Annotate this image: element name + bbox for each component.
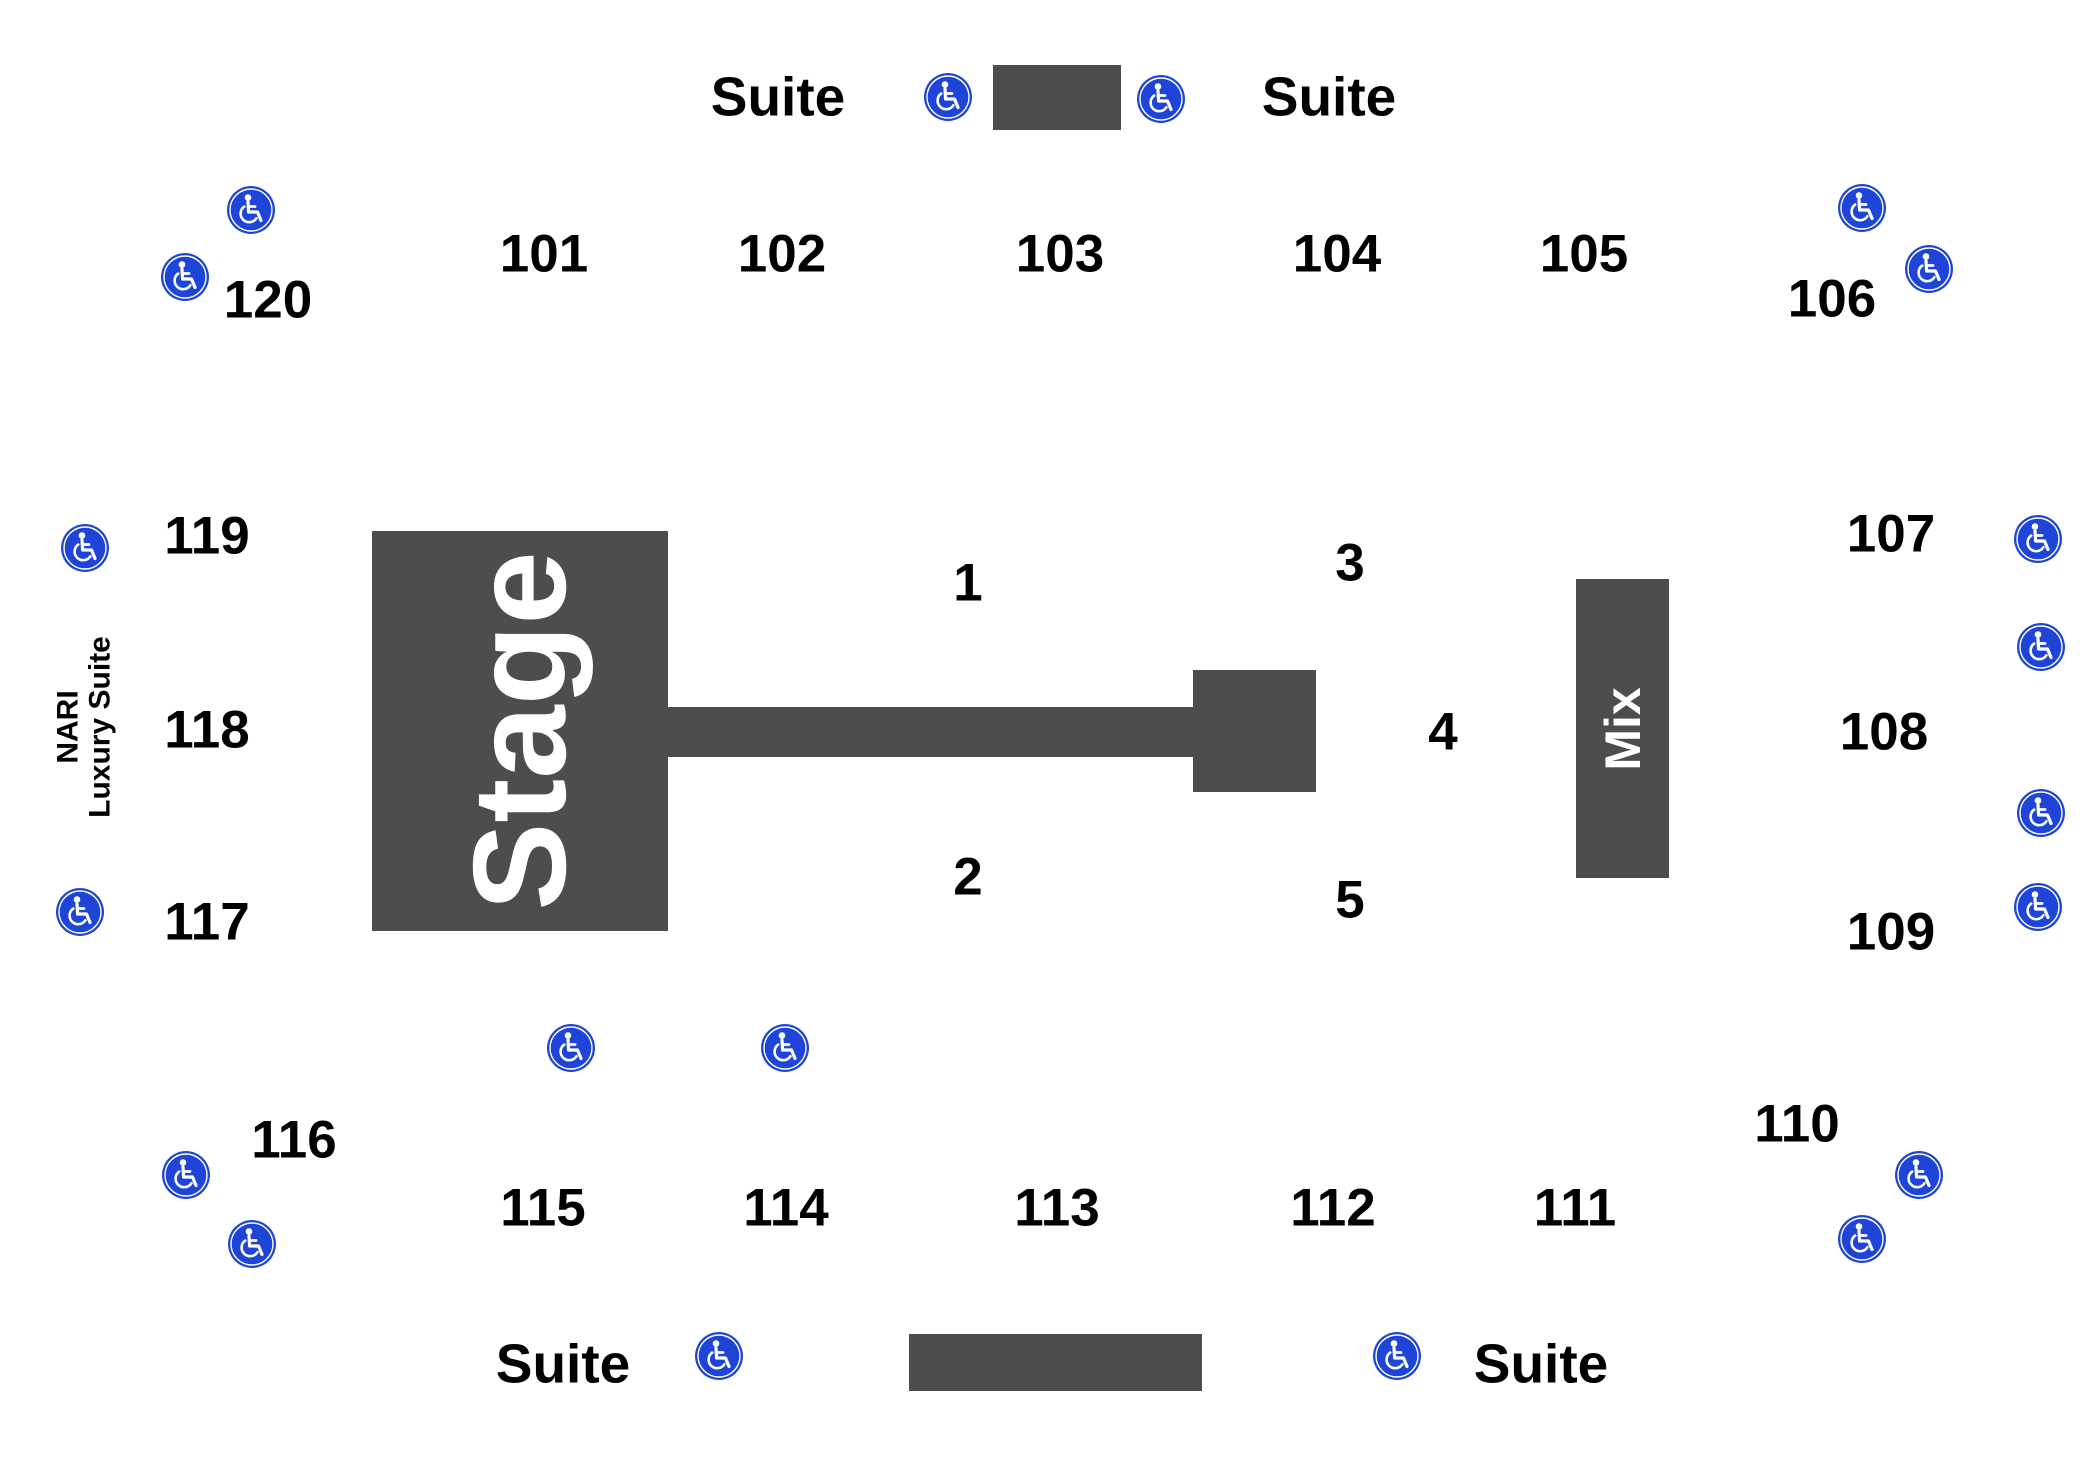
- stage-label: Stage: [446, 551, 593, 911]
- suite-bottom-left[interactable]: Suite: [495, 1332, 631, 1395]
- section-119[interactable]: 119: [164, 506, 250, 566]
- section-107[interactable]: 107: [1846, 504, 1936, 564]
- wheelchair-icon[interactable]: [1904, 244, 1954, 294]
- section-101[interactable]: 101: [499, 224, 589, 284]
- section-111[interactable]: 111: [1533, 1178, 1617, 1238]
- wheelchair-icon[interactable]: [227, 1219, 277, 1269]
- stage: Stage: [372, 531, 668, 931]
- floor-section-5[interactable]: 5: [1335, 870, 1365, 930]
- section-112[interactable]: 112: [1290, 1178, 1376, 1238]
- section-110[interactable]: 110: [1754, 1094, 1840, 1154]
- section-117[interactable]: 117: [164, 892, 250, 952]
- section-104[interactable]: 104: [1292, 224, 1382, 284]
- nari-label-line2: Luxury Suite: [83, 636, 116, 818]
- suite-bottom-right[interactable]: Suite: [1473, 1332, 1609, 1395]
- section-106[interactable]: 106: [1787, 269, 1877, 329]
- wheelchair-icon[interactable]: [55, 887, 105, 937]
- section-108[interactable]: 108: [1839, 702, 1929, 762]
- floor-section-3[interactable]: 3: [1335, 533, 1365, 593]
- section-109[interactable]: 109: [1846, 902, 1936, 962]
- wheelchair-icon[interactable]: [160, 252, 210, 302]
- mix-position: Mix: [1576, 579, 1669, 878]
- wheelchair-icon[interactable]: [2013, 882, 2063, 932]
- section-102[interactable]: 102: [737, 224, 827, 284]
- wheelchair-icon[interactable]: [1372, 1331, 1422, 1381]
- wheelchair-icon[interactable]: [694, 1331, 744, 1381]
- section-115[interactable]: 115: [500, 1178, 586, 1238]
- suite-top-left[interactable]: Suite: [710, 65, 846, 128]
- stage-runway: [668, 707, 1194, 757]
- floor-section-1[interactable]: 1: [953, 553, 983, 613]
- wheelchair-icon[interactable]: [2013, 514, 2063, 564]
- bottom-suite-block: [909, 1334, 1202, 1391]
- top-suite-block: [993, 65, 1121, 130]
- wheelchair-icon[interactable]: [760, 1023, 810, 1073]
- wheelchair-icon[interactable]: [161, 1150, 211, 1200]
- section-113[interactable]: 113: [1014, 1178, 1100, 1238]
- section-114[interactable]: 114: [743, 1178, 829, 1238]
- section-118[interactable]: 118: [164, 700, 250, 760]
- wheelchair-icon[interactable]: [923, 72, 973, 122]
- wheelchair-icon[interactable]: [2016, 788, 2066, 838]
- suite-top-right[interactable]: Suite: [1261, 65, 1397, 128]
- section-116[interactable]: 116: [251, 1110, 337, 1170]
- section-103[interactable]: 103: [1015, 224, 1105, 284]
- wheelchair-icon[interactable]: [2016, 622, 2066, 672]
- nari-label-line1: NARI: [51, 690, 85, 764]
- mix-label: Mix: [1594, 686, 1651, 771]
- section-120[interactable]: 120: [223, 270, 313, 330]
- runway-end-platform: [1193, 670, 1316, 792]
- wheelchair-icon[interactable]: [60, 523, 110, 573]
- wheelchair-icon[interactable]: [1837, 1214, 1887, 1264]
- floor-section-2[interactable]: 2: [953, 847, 983, 907]
- wheelchair-icon[interactable]: [226, 185, 276, 235]
- nari-luxury-suite[interactable]: NARI Luxury Suite: [51, 636, 117, 818]
- wheelchair-icon[interactable]: [1136, 74, 1186, 124]
- floor-section-4[interactable]: 4: [1428, 702, 1458, 762]
- wheelchair-icon[interactable]: [1894, 1150, 1944, 1200]
- wheelchair-icon[interactable]: [1837, 183, 1887, 233]
- section-105[interactable]: 105: [1539, 224, 1629, 284]
- wheelchair-icon[interactable]: [546, 1023, 596, 1073]
